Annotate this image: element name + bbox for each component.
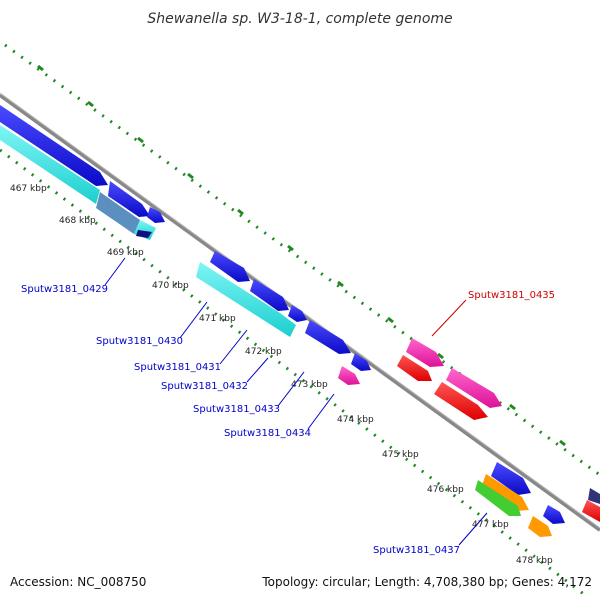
tick-label-469: 469 kbp: [107, 248, 144, 258]
tick-label-472: 472 kbp: [245, 347, 282, 357]
cds-forward-0438[interactable]: [543, 505, 565, 524]
cds-forward-0428[interactable]: [108, 181, 150, 217]
callout-lines: [104, 257, 488, 546]
cds-reverse-0439[interactable]: [582, 500, 600, 522]
genome-summary-text: Topology: circular; Length: 4,708,380 bp…: [261, 575, 592, 589]
feature-magenta-0435b[interactable]: [446, 368, 502, 408]
feature-orange-0438[interactable]: [528, 516, 552, 537]
tick-label-478: 478 kbp: [516, 556, 553, 566]
gene-label-0431[interactable]: Sputw3181_0431: [134, 362, 221, 373]
cds-reverse-0435a[interactable]: [397, 355, 432, 381]
feature-cyan-0429[interactable]: [96, 192, 140, 234]
tick-label-468: 468 kbp: [59, 216, 96, 226]
cds-reverse-0435b[interactable]: [434, 382, 488, 420]
gene-label-0432[interactable]: Sputw3181_0432: [161, 381, 248, 392]
tick-label-476: 476 kbp: [427, 485, 464, 495]
outer-dotted-track: [4, 43, 600, 477]
gene-label-0430[interactable]: Sputw3181_0430: [96, 336, 183, 347]
cds-forward-0432[interactable]: [305, 320, 351, 354]
tick-label-477: 477 kbp: [472, 520, 509, 530]
gene-label-0434[interactable]: Sputw3181_0434: [224, 428, 311, 439]
tick-label-467: 467 kbp: [10, 184, 47, 194]
cds-forward-0431[interactable]: [288, 305, 307, 322]
cds-forward-0427[interactable]: [0, 105, 108, 186]
gene-label-0435[interactable]: Sputw3181_0435: [468, 290, 555, 301]
feature-cyan-0430[interactable]: [196, 262, 296, 337]
cds-forward-0429a[interactable]: [147, 207, 165, 223]
feature-orange-0437[interactable]: [481, 474, 529, 511]
feature-magenta-0434[interactable]: [338, 366, 360, 385]
gene-label-0429[interactable]: Sputw3181_0429: [21, 284, 108, 295]
cds-forward-0439[interactable]: [588, 488, 600, 504]
outer-ticks: [37, 64, 566, 447]
accession-text: Accession: NC_008750: [10, 575, 146, 589]
cds-forward-0430b[interactable]: [250, 279, 289, 311]
gene-label-0433[interactable]: Sputw3181_0433: [193, 404, 280, 415]
tick-label-471: 471 kbp: [199, 314, 236, 324]
tick-label-475: 475 kbp: [382, 450, 419, 460]
tick-label-474: 474 kbp: [337, 415, 374, 425]
feature-cyan-0426[interactable]: [0, 125, 100, 204]
map-title: Shewanella sp. W3-18-1, complete genome: [147, 11, 452, 27]
feature-magenta-0435a[interactable]: [406, 338, 444, 367]
cds-forward-0433[interactable]: [351, 353, 371, 371]
cds-forward-0430a[interactable]: [210, 251, 250, 282]
tick-label-470: 470 kbp: [152, 281, 189, 291]
gene-label-0437[interactable]: Sputw3181_0437: [373, 545, 460, 556]
tick-label-473: 473 kbp: [291, 380, 328, 390]
cds-forward-0436[interactable]: [491, 462, 531, 495]
feature-green-0437[interactable]: [475, 480, 521, 516]
